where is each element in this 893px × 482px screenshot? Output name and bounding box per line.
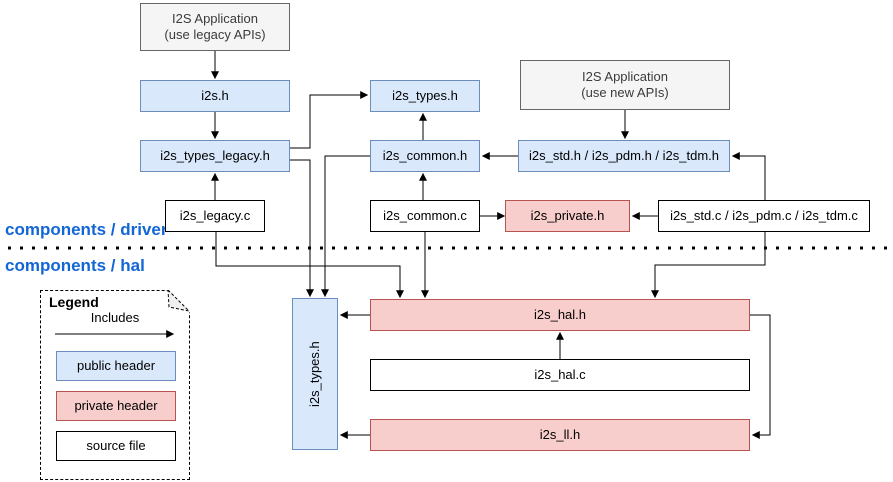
node-i2s-hal-c: i2s_hal.c	[370, 359, 750, 391]
app-new-line2: (use new APIs)	[581, 85, 669, 100]
node-i2s-application-new: I2S Application (use new APIs)	[520, 60, 730, 110]
legend-title: Legend	[49, 294, 99, 310]
edge-i2s-std-c-to-i2s-std-h	[731, 152, 766, 200]
edge-i2s-types-legacy-h-to-i2s-types-h	[290, 91, 369, 149]
app-legacy-line2: (use legacy APIs)	[164, 27, 266, 42]
edge-i2s-common-h-to-i2s-types-h-hal	[321, 155, 370, 298]
node-i2s-types-h-driver: i2s_types.h	[370, 80, 480, 112]
node-i2s-types-h-hal: i2s_types.h	[292, 298, 338, 450]
legend-includes-label: Includes	[90, 310, 140, 325]
section-label-components-hal: components / hal	[5, 256, 145, 275]
node-i2s-ll-h: i2s_ll.h	[370, 419, 750, 451]
node-i2s-std-pdm-tdm-h: i2s_std.h / i2s_pdm.h / i2s_tdm.h	[518, 140, 730, 172]
node-i2s-std-pdm-tdm-c: i2s_std.c / i2s_pdm.c / i2s_tdm.c	[658, 200, 870, 232]
edge-i2s-hal-h-to-i2s-ll-h	[750, 314, 771, 439]
edge-i2s-types-legacy-h-to-i2s-types-h-hal	[290, 159, 314, 298]
node-i2s-private-h: i2s_private.h	[505, 200, 630, 232]
node-i2s-application-legacy: I2S Application (use legacy APIs)	[140, 3, 290, 51]
node-i2s-hal-h: i2s_hal.h	[370, 299, 750, 331]
legend-folded-corner-icon	[167, 290, 190, 313]
i2s-types-h-hal-label: i2s_types.h	[306, 341, 322, 407]
node-i2s-h: i2s.h	[140, 80, 290, 112]
app-new-line1: I2S Application	[581, 68, 668, 84]
node-i2s-legacy-c: i2s_legacy.c	[165, 200, 265, 232]
app-legacy-line1: I2S Application	[171, 10, 258, 26]
node-i2s-common-c: i2s_common.c	[370, 200, 480, 232]
section-label-components-driver: components / driver	[5, 220, 168, 239]
node-i2s-common-h: i2s_common.h	[370, 140, 480, 172]
legend-private-header: private header	[56, 391, 176, 421]
legend-public-header: public header	[56, 351, 176, 381]
legend-source-file: source file	[56, 431, 176, 461]
edge-i2s-legacy-c-to-i2s-hal-h	[215, 232, 404, 299]
edge-i2s-std-c-to-i2s-hal-h	[651, 232, 766, 299]
legend: Legend Includes public header private he…	[40, 290, 190, 480]
node-i2s-types-legacy-h: i2s_types_legacy.h	[140, 140, 290, 172]
